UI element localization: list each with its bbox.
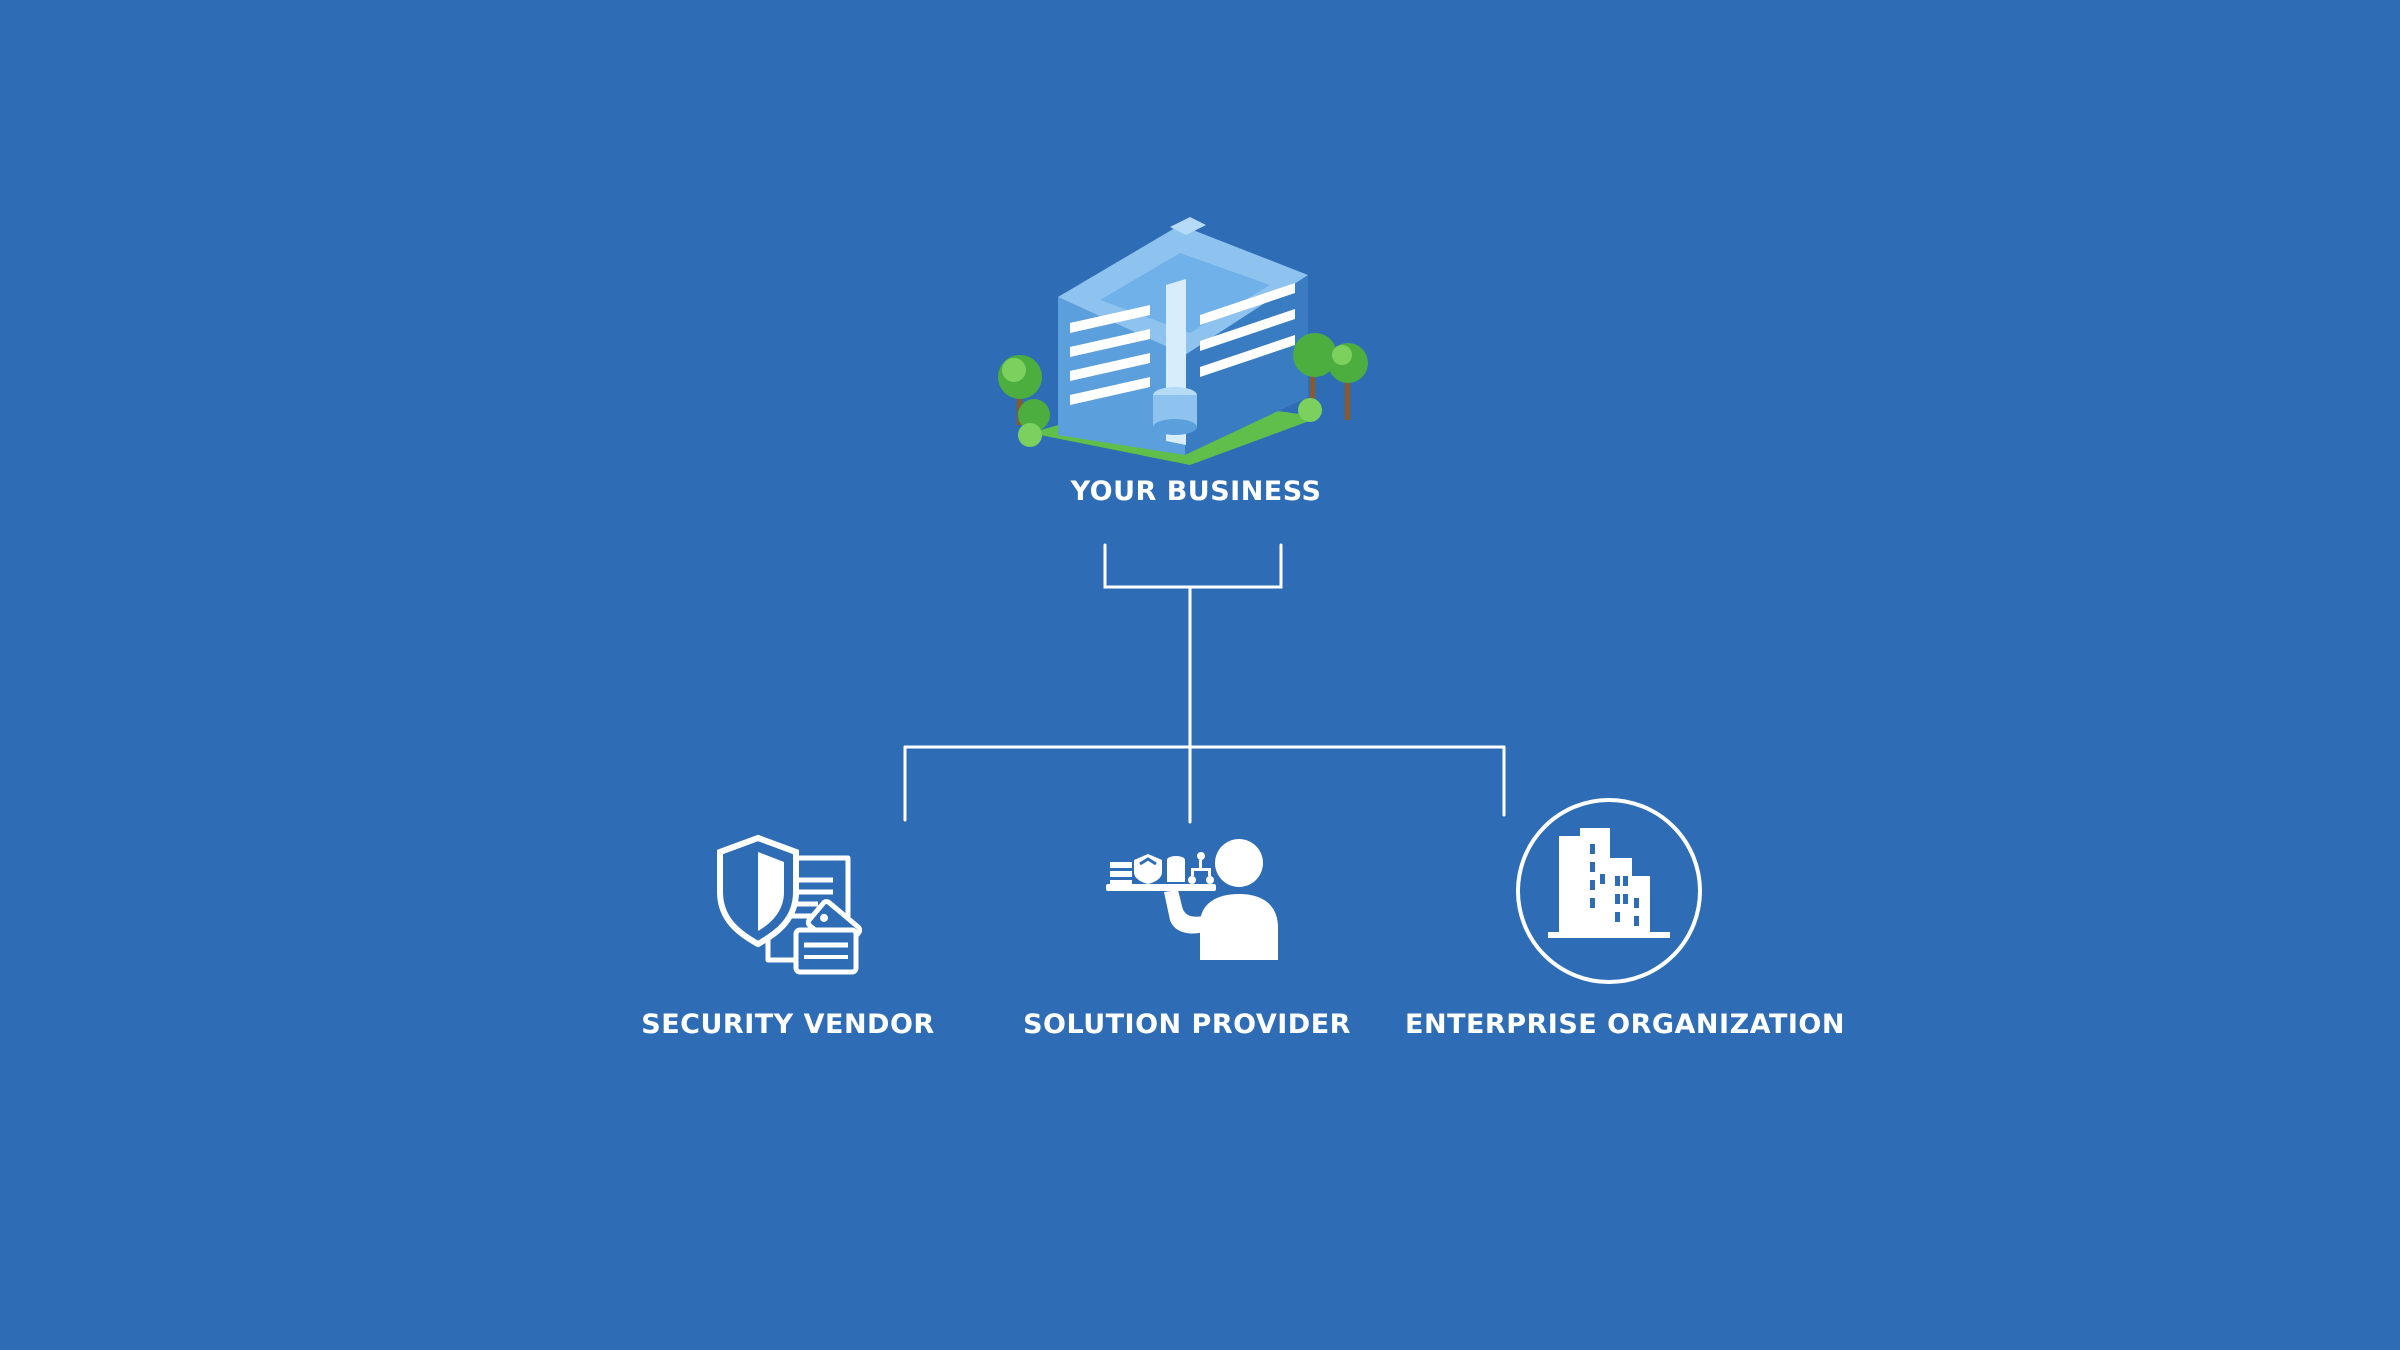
root-label: YOUR BUSINESS (1070, 476, 1322, 507)
solution-provider-label: SOLUTION PROVIDER (1023, 1009, 1351, 1040)
circled-city-buildings-icon (1516, 798, 1702, 984)
security-vendor-label: SECURITY VENDOR (641, 1009, 935, 1040)
waiter-serving-tray-icon (1106, 839, 1278, 960)
shield-document-card-icon (717, 834, 863, 975)
root-bracket (1103, 543, 1283, 589)
enterprise-organization-label: ENTERPRISE ORGANIZATION (1405, 1009, 1845, 1040)
office-building-icon (998, 217, 1368, 465)
